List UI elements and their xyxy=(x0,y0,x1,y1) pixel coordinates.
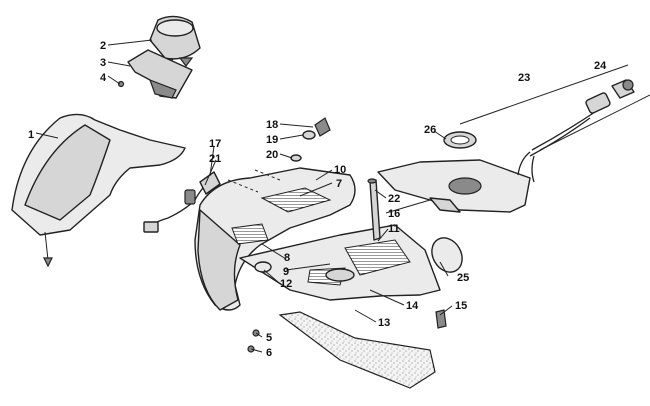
clip-12 xyxy=(254,261,272,273)
seat-pad xyxy=(278,311,436,389)
callout-20: 20 xyxy=(266,149,278,161)
screw-4 xyxy=(117,80,125,88)
callout-2: 2 xyxy=(100,40,106,52)
callout-26: 26 xyxy=(424,124,436,136)
switch-18 xyxy=(290,117,331,162)
gauge-bracket xyxy=(127,49,193,99)
main-console xyxy=(194,167,356,311)
cable-assembly xyxy=(459,64,650,183)
callout-17: 17 xyxy=(209,138,221,150)
callout-6: 6 xyxy=(266,347,272,359)
fastener-15 xyxy=(435,309,447,329)
callout-8: 8 xyxy=(284,252,290,264)
wiring-harness xyxy=(143,171,221,233)
callout-3: 3 xyxy=(100,57,106,69)
window-25 xyxy=(431,237,463,273)
callout-7: 7 xyxy=(336,178,342,190)
callout-12: 12 xyxy=(280,278,292,290)
callout-9: 9 xyxy=(283,266,289,278)
callout-16: 16 xyxy=(388,208,400,220)
callout-1: 1 xyxy=(28,129,34,141)
rear-console xyxy=(239,224,441,301)
callout-14: 14 xyxy=(406,300,419,312)
callout-19: 19 xyxy=(266,134,278,146)
top-cover xyxy=(377,159,531,213)
callout-10: 10 xyxy=(334,164,346,176)
callout-21: 21 xyxy=(209,153,221,165)
ring-26 xyxy=(443,131,477,149)
callout-5: 5 xyxy=(266,332,272,344)
callout-22: 22 xyxy=(388,193,400,205)
callout-23: 23 xyxy=(518,72,530,84)
callout-11: 11 xyxy=(388,223,400,235)
callout-4: 4 xyxy=(100,72,107,84)
callout-15: 15 xyxy=(455,300,467,312)
hood-shield xyxy=(11,113,186,268)
gauge-cluster xyxy=(149,15,201,67)
leader-lines xyxy=(35,39,453,353)
callout-25: 25 xyxy=(457,272,469,284)
callout-13: 13 xyxy=(378,317,390,329)
callout-18: 18 xyxy=(266,119,278,131)
callout-24: 24 xyxy=(594,60,607,72)
